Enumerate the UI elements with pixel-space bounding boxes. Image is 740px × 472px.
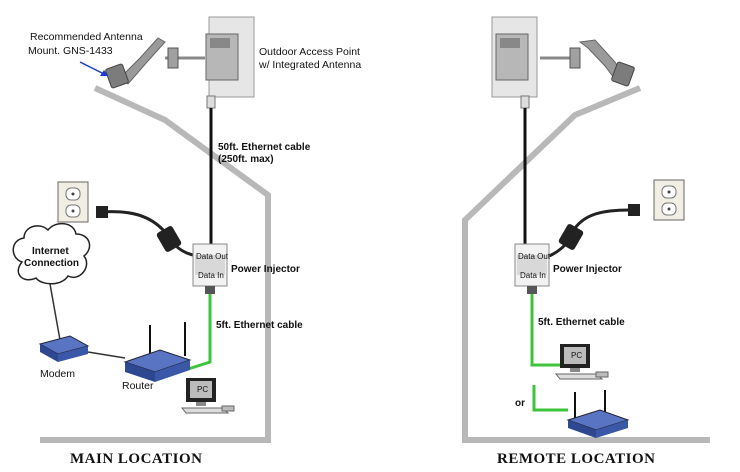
- power-outlet-right: [653, 179, 685, 221]
- internet-label-line2: Connection: [24, 258, 79, 269]
- or-label: or: [515, 398, 525, 409]
- internet-label-line1: Internet: [32, 246, 69, 257]
- power-plug-left: [96, 206, 108, 218]
- data-out-label-right: Data Out: [518, 252, 551, 261]
- remote-location-caption: REMOTE LOCATION: [497, 451, 656, 467]
- router-left: [123, 322, 192, 382]
- power-brick-right: [558, 224, 584, 250]
- short-cable-label-right: 5ft. Ethernet cable: [538, 317, 625, 328]
- remote-house-outline: [462, 85, 710, 443]
- pc-left: [180, 378, 235, 414]
- long-cable-label-line2: (250ft. max): [218, 154, 274, 165]
- ethernet-cable-short-right: [530, 294, 560, 367]
- annotation-arrow: [79, 61, 109, 77]
- antenna-mount-label-line1: Recommended Antenna: [30, 31, 143, 43]
- main-house-outline: [40, 85, 271, 443]
- power-injector-label-right: Power Injector: [553, 264, 622, 275]
- pc-screen-label-left: PC: [197, 385, 208, 394]
- pc-right: [554, 344, 609, 380]
- power-plug-right: [628, 204, 640, 216]
- router-right: [566, 390, 630, 438]
- antenna-mount-right: [540, 39, 635, 87]
- internet-cloud: [12, 222, 91, 285]
- power-cord-left: [99, 210, 206, 260]
- power-injector-label-left: Power Injector: [231, 264, 300, 275]
- data-in-label-left: Data In: [198, 271, 224, 280]
- modem-label: Modem: [40, 368, 75, 380]
- long-cable-label-line1: 50ft. Ethernet cable: [218, 142, 311, 153]
- pc-screen-label-right: PC: [571, 351, 582, 360]
- data-in-label-right: Data In: [520, 271, 546, 280]
- access-point-left: [205, 16, 255, 109]
- access-point-label-line2: w/ Integrated Antenna: [258, 59, 361, 71]
- power-brick-left: [156, 226, 182, 252]
- ethernet-cable-short-left: [184, 294, 212, 372]
- power-injector-right: [514, 243, 550, 294]
- power-cord-right: [536, 208, 631, 262]
- modem: [38, 335, 90, 362]
- power-injector-left: [192, 243, 228, 294]
- ethernet-cable-or-right: [532, 385, 568, 412]
- router-label: Router: [122, 380, 154, 392]
- data-out-label-left: Data Out: [196, 252, 229, 261]
- antenna-mount-label-line2: Mount. GNS-1433: [28, 45, 113, 57]
- access-point-right: [491, 16, 538, 109]
- modem-router-cable: [87, 351, 126, 359]
- antenna-mount-left: [105, 37, 205, 89]
- access-point-label-line1: Outdoor Access Point: [259, 46, 360, 58]
- internet-link-cable: [49, 283, 61, 341]
- power-outlet-left: [57, 181, 89, 223]
- short-cable-label-left: 5ft. Ethernet cable: [216, 320, 303, 331]
- main-location-caption: MAIN LOCATION: [70, 451, 202, 467]
